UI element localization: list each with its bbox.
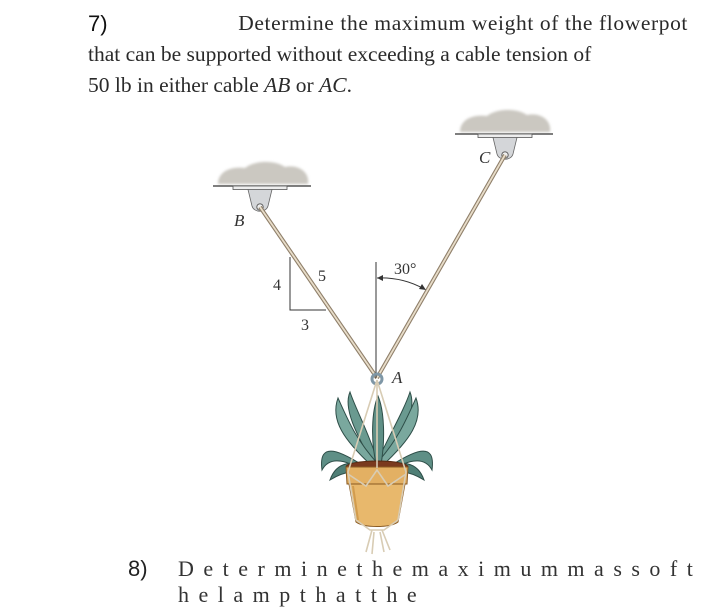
label-c: C [479,148,491,167]
flowerpot-figure: B C A 4 5 3 30° [213,109,553,555]
problem-number: 7) [88,11,108,36]
hanger-cords [347,379,407,555]
period: . [346,73,352,97]
problem-line-1-text: Determine the maximum weight of the flow… [238,11,688,35]
next-problem-number: 8) [128,556,148,581]
flowerpot [345,460,409,527]
label-a: A [391,368,403,387]
angle-indicator [375,262,426,378]
slope-horizontal-label: 3 [301,317,309,334]
slope-triangle [289,257,326,311]
cable-ab-label: AB [264,73,291,97]
angle-label: 30° [394,261,416,278]
next-problem-partial-text: D e t e r m i n e t h e m a x i m u m m … [178,556,695,607]
problem-statement: 7) Determine the maximum weight of the f… [88,8,688,101]
support-b [213,161,311,212]
problem-line-1: 7) Determine the maximum weight of the f… [88,8,688,39]
cable-ac [375,154,507,379]
support-c [455,109,553,160]
slope-hypotenuse-label: 5 [318,268,326,285]
problem-line-3-prefix: 50 lb in either cable [88,73,265,97]
label-b: B [234,211,245,230]
or-text: or [290,73,320,97]
cable-ac-label: AC [319,73,347,97]
problem-line-2: that can be supported without exceeding … [88,42,592,66]
problem-line-3: 50 lb in either cable AB or AC. [88,70,688,101]
cable-ab [258,205,379,380]
slope-vertical-label: 4 [273,277,281,294]
